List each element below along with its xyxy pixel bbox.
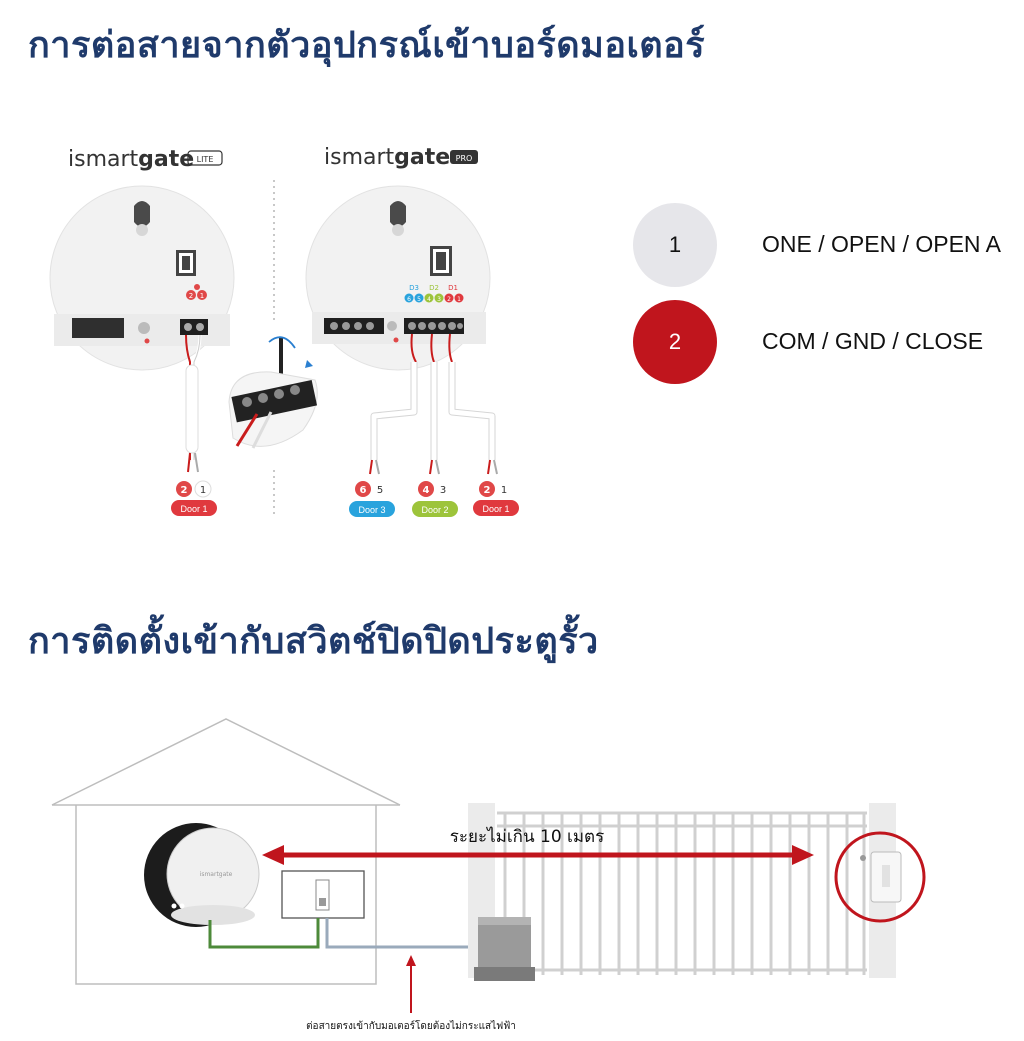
divider [273, 180, 275, 515]
house-roof [51, 718, 401, 806]
svg-text:3: 3 [437, 296, 441, 303]
ismartgate-pro-diagram: ismartgate PRO D3 D2 D1 6 5 4 3 2 1 6 5 … [305, 145, 519, 517]
svg-text:6: 6 [360, 485, 367, 496]
legend-text-2: COM / GND / CLOSE [762, 328, 984, 354]
svg-text:1: 1 [200, 292, 204, 300]
sliding-gate [497, 811, 867, 975]
gate-motor [474, 917, 535, 981]
svg-text:2: 2 [447, 296, 451, 303]
svg-text:5: 5 [377, 485, 383, 496]
note-text: ต่อสายตรงเข้ากับมอเตอร์โดยต้องไม่กระแสไฟ… [306, 1019, 516, 1032]
pro-door-2-badge [412, 501, 458, 517]
svg-text:Door 1: Door 1 [180, 504, 207, 514]
pro-door-3-badge [349, 501, 395, 517]
svg-text:1: 1 [501, 485, 507, 496]
terminal-screwdriver-detail [228, 336, 318, 449]
svg-text:4: 4 [427, 296, 431, 303]
svg-text:D2: D2 [429, 284, 439, 292]
svg-text:1: 1 [457, 296, 461, 303]
distance-label: ระยะไม่เกิน 10 เมตร [450, 826, 604, 847]
sensor-highlight-circle [834, 831, 926, 923]
svg-text:Door 2: Door 2 [421, 505, 448, 515]
svg-text:2: 2 [484, 485, 491, 496]
motor-wire [325, 918, 478, 949]
svg-text:3: 3 [440, 485, 446, 496]
lite-brand: ismartgate [68, 147, 194, 172]
lite-wire-number-2: 2 [181, 485, 188, 496]
section-title-wiring: การต่อสายจากตัวอุปกรณ์เข้าบอร์ดมอเตอร์ [28, 25, 706, 66]
pro-brand: ismartgate [324, 145, 450, 170]
gate-sensor [860, 851, 902, 903]
legend-circle-1: 1 [633, 203, 717, 287]
pro-door-1-badge [473, 500, 519, 516]
lite-usb-port [72, 318, 124, 338]
svg-text:6: 6 [407, 296, 411, 303]
svg-text:2: 2 [189, 292, 193, 300]
svg-text:ismartgate: ismartgate [200, 871, 233, 878]
ismartgate-device-icon: ismartgate [144, 823, 260, 927]
svg-text:Door 1: Door 1 [482, 504, 509, 514]
green-wire [208, 918, 320, 949]
svg-text:5: 5 [417, 296, 421, 303]
lite-terminal-block [180, 319, 208, 335]
svg-text:D3: D3 [409, 284, 419, 292]
svg-text:D1: D1 [448, 284, 458, 292]
pro-badge: PRO [456, 154, 473, 163]
house-wall [75, 805, 377, 985]
legend-circle-2: 2 [633, 300, 717, 384]
lite-door-1-badge [171, 500, 217, 516]
distance-arrow [262, 845, 814, 865]
ismartgate-lite-diagram: ismartgate LITE 2 1 2 1 Door 1 [49, 147, 235, 516]
lite-wire-number-1: 1 [200, 485, 206, 496]
lite-badge: LITE [197, 155, 214, 164]
svg-text:4: 4 [423, 485, 430, 496]
section-title-installation: การติดตั้งเข้ากับสวิตช์ปิดปิดประตูรั้ว [28, 621, 599, 662]
legend-text-1: ONE / OPEN / OPEN A [762, 231, 1002, 257]
installation-diagram: ismartgate ระยะไม่เกิน 10 เมตร [51, 718, 926, 1032]
lite-hang-hole [134, 201, 150, 227]
svg-text:Door 3: Door 3 [358, 505, 385, 515]
